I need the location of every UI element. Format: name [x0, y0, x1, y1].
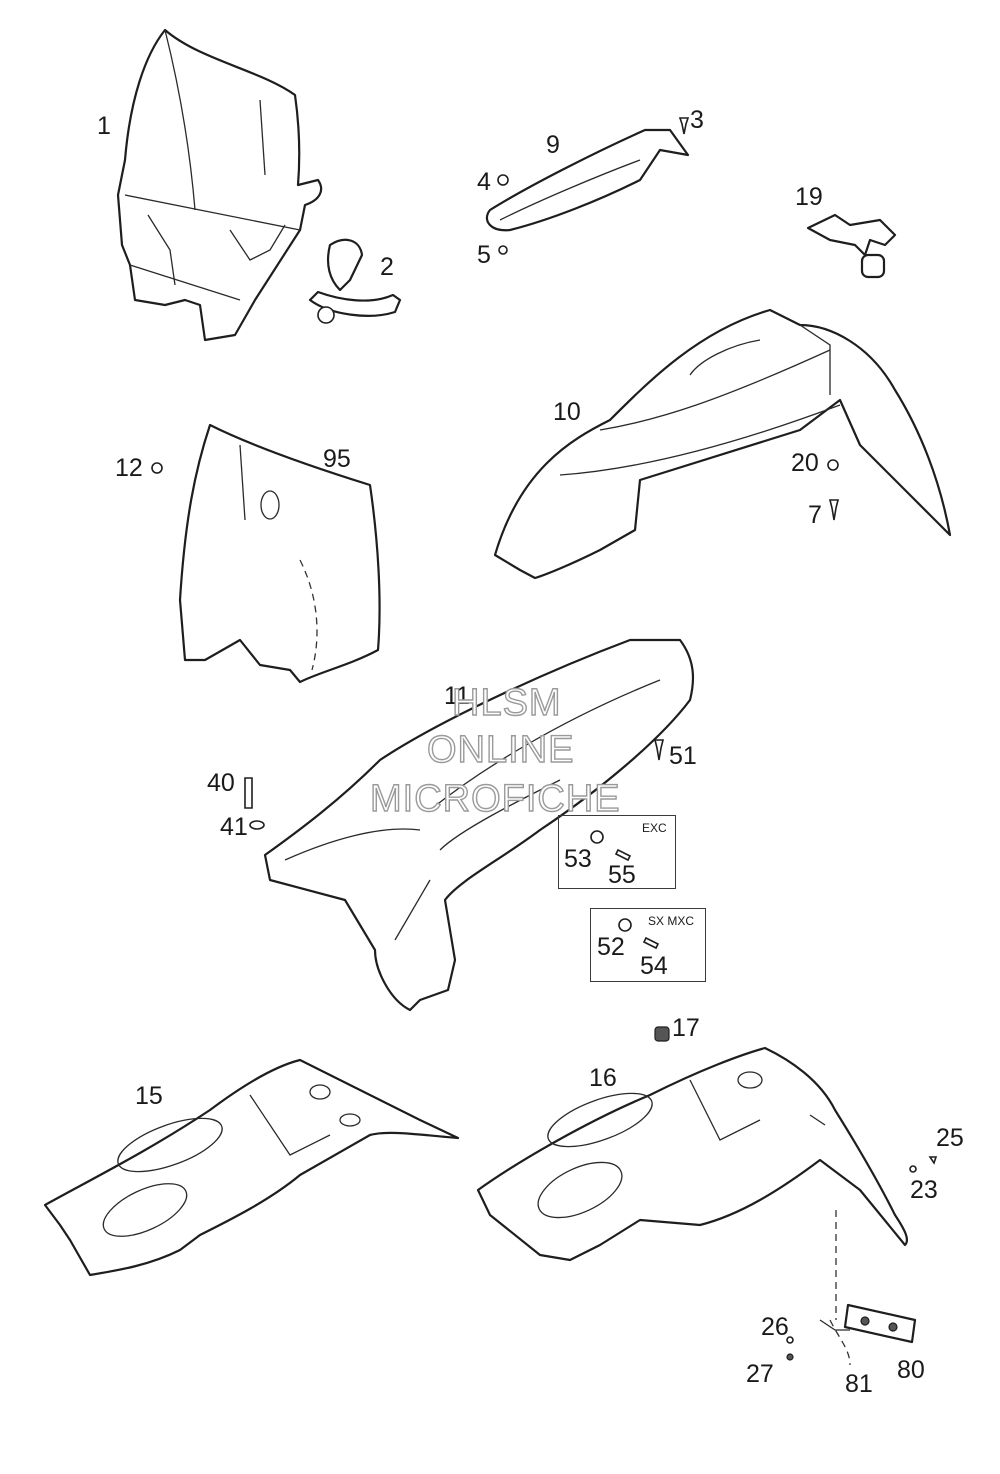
callout-4: 4	[477, 168, 491, 196]
callout-95: 95	[323, 445, 351, 473]
callout-54: 54	[640, 952, 668, 980]
callout-3: 3	[690, 106, 704, 134]
callout-20: 20	[791, 449, 819, 477]
callout-26: 26	[761, 1313, 789, 1341]
front-plate-bracket-part	[485, 117, 690, 255]
watermark-line-1: HLSM	[451, 682, 562, 724]
callout-55: 55	[608, 861, 636, 889]
callout-23: 23	[910, 1176, 938, 1204]
callout-16: 16	[589, 1064, 617, 1092]
front-fender-beak-part	[476, 1026, 938, 1262]
callout-11: 11	[444, 682, 470, 710]
sx-mxc-inset-parts	[618, 918, 660, 950]
sx-mxc-inset-box: SX MXC 52 54	[590, 908, 706, 982]
callout-19: 19	[795, 183, 823, 211]
sx-mxc-label: SX MXC	[648, 914, 695, 928]
callout-53: 53	[564, 845, 592, 873]
callout-52: 52	[597, 933, 625, 961]
callout-9: 9	[546, 131, 560, 159]
callout-15: 15	[135, 1082, 163, 1110]
headlight-clamp-part	[308, 238, 402, 324]
callout-12: 12	[115, 454, 143, 482]
callout-41: 41	[220, 813, 248, 841]
callout-81: 81	[845, 1370, 873, 1398]
callout-51: 51	[669, 742, 697, 770]
callout-10: 10	[553, 398, 581, 426]
callout-5: 5	[477, 241, 491, 269]
number-plate-part	[151, 423, 381, 684]
callout-40: 40	[207, 769, 235, 797]
watermark-line-2: ONLINE	[426, 729, 575, 771]
exc-inset-box: EXC 53 55	[558, 815, 676, 889]
front-fender-variant-part	[43, 1058, 460, 1277]
callout-25: 25	[936, 1124, 964, 1152]
callout-7: 7	[808, 501, 822, 529]
exc-inset-parts	[590, 830, 632, 862]
exc-label: EXC	[642, 821, 667, 835]
tail-light-part	[786, 1210, 917, 1366]
front-fender-part	[493, 308, 952, 580]
headlight-mask-part	[116, 28, 323, 342]
watermark-line-3: MICROFICHE	[369, 778, 621, 820]
fork-bracket-part	[806, 213, 897, 279]
callout-17: 17	[672, 1014, 700, 1042]
rear-fender-part	[244, 638, 695, 1012]
callout-2: 2	[380, 253, 394, 281]
callout-27: 27	[746, 1360, 774, 1388]
callout-80: 80	[897, 1356, 925, 1384]
callout-1: 1	[97, 112, 111, 140]
